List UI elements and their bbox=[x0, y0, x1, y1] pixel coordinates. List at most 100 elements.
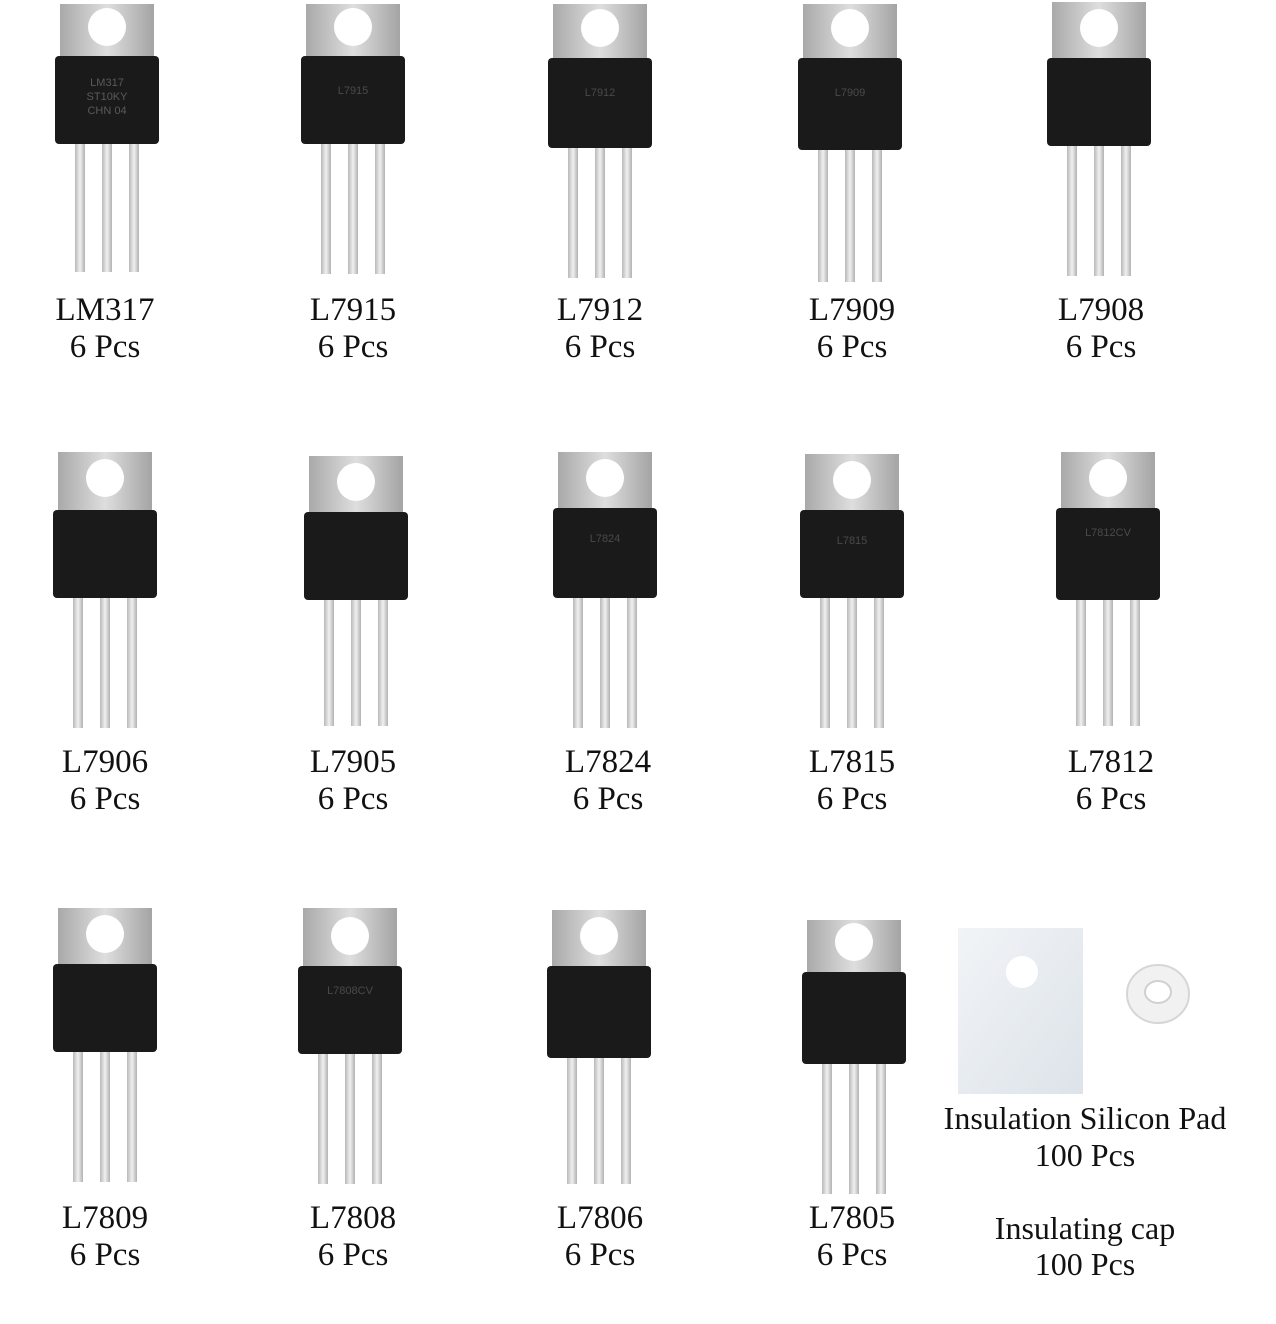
marking-text: L7912 bbox=[585, 87, 616, 99]
mounting-hole bbox=[86, 915, 124, 953]
silicon-pad bbox=[958, 928, 1083, 1094]
lead-pin bbox=[348, 144, 358, 274]
part-quantity: 6 Pcs bbox=[69, 781, 141, 817]
mounting-hole bbox=[833, 461, 871, 499]
marking-text: L7808CV bbox=[327, 985, 374, 997]
mounting-hole bbox=[835, 923, 873, 961]
part-name: L7805 bbox=[808, 1200, 896, 1236]
package-body bbox=[53, 510, 157, 598]
mounting-hole bbox=[581, 9, 619, 47]
part-name: L7915 bbox=[309, 292, 397, 328]
part-name: L7815 bbox=[808, 744, 896, 780]
cap-quantity: 100 Pcs bbox=[1034, 1246, 1136, 1282]
lead-pin bbox=[568, 148, 578, 278]
part-name: L7808 bbox=[309, 1200, 397, 1236]
lead-pin bbox=[321, 144, 331, 274]
lead-pin bbox=[1076, 600, 1086, 726]
to220-package-image: L7909 bbox=[798, 4, 902, 282]
lead-pin bbox=[351, 600, 361, 726]
part-name: L7912 bbox=[556, 292, 644, 328]
marking-text: LM317 bbox=[90, 77, 124, 89]
to220-package-image: L7815 bbox=[800, 454, 904, 728]
part-quantity: 6 Pcs bbox=[816, 329, 888, 365]
part-name: L7809 bbox=[61, 1200, 149, 1236]
part-quantity: 6 Pcs bbox=[69, 1237, 141, 1273]
regulator-item: L7812CV L7812 6 Pcs bbox=[986, 450, 1236, 870]
lead-pin bbox=[876, 1064, 886, 1194]
regulator-item: L7915 L7915 6 Pcs bbox=[228, 0, 478, 420]
insulating-cap bbox=[1126, 964, 1190, 1024]
part-quantity: 6 Pcs bbox=[564, 1237, 636, 1273]
package-body bbox=[301, 56, 405, 144]
lead-pin bbox=[594, 1058, 604, 1184]
part-quantity: 6 Pcs bbox=[317, 781, 389, 817]
lead-pin bbox=[849, 1064, 859, 1194]
part-quantity: 6 Pcs bbox=[1075, 781, 1147, 817]
regulator-item: L7824 L7824 6 Pcs bbox=[483, 450, 733, 870]
regulator-item: L7905 6 Pcs bbox=[228, 450, 478, 870]
package-body bbox=[553, 508, 657, 598]
part-name: L7806 bbox=[556, 1200, 644, 1236]
mounting-hole bbox=[86, 459, 124, 497]
mounting-hole bbox=[831, 9, 869, 47]
package-body bbox=[1056, 508, 1160, 600]
lead-pin bbox=[372, 1054, 382, 1184]
lead-pin bbox=[318, 1054, 328, 1184]
part-quantity: 6 Pcs bbox=[317, 1237, 389, 1273]
mounting-hole bbox=[334, 8, 372, 46]
part-name: L7824 bbox=[564, 744, 652, 780]
part-name: L7906 bbox=[61, 744, 149, 780]
lead-pin bbox=[573, 598, 583, 728]
to220-package-image bbox=[802, 920, 906, 1194]
lead-pin bbox=[127, 598, 137, 728]
lead-pin bbox=[818, 150, 828, 282]
part-name: LM317 bbox=[55, 292, 155, 328]
regulator-item: L7908 6 Pcs bbox=[976, 0, 1226, 420]
part-quantity: 6 Pcs bbox=[317, 329, 389, 365]
mounting-hole bbox=[337, 463, 375, 501]
marking-text: CHN 04 bbox=[87, 105, 126, 117]
package-body bbox=[1047, 58, 1151, 146]
lead-pin bbox=[567, 1058, 577, 1184]
part-name: L7905 bbox=[309, 744, 397, 780]
lead-pin bbox=[627, 598, 637, 728]
package-body bbox=[800, 510, 904, 598]
lead-pin bbox=[600, 598, 610, 728]
accessories-image bbox=[958, 928, 1190, 1094]
lead-pin bbox=[622, 148, 632, 278]
lead-pin bbox=[75, 144, 85, 272]
regulator-item: L7906 6 Pcs bbox=[0, 450, 230, 870]
lead-pin bbox=[100, 1052, 110, 1182]
lead-pin bbox=[102, 144, 112, 272]
lead-pin bbox=[621, 1058, 631, 1184]
to220-package-image: L7912 bbox=[548, 4, 652, 278]
regulator-item: L7809 6 Pcs bbox=[0, 904, 230, 1324]
to220-package-image: L7824 bbox=[553, 452, 657, 728]
mounting-hole bbox=[331, 917, 369, 955]
cap-name: Insulating cap bbox=[994, 1210, 1176, 1246]
package-body bbox=[798, 58, 902, 150]
mounting-hole bbox=[580, 917, 618, 955]
pad-name: Insulation Silicon Pad bbox=[943, 1100, 1227, 1136]
lead-pin bbox=[1103, 600, 1113, 726]
lead-pin bbox=[847, 598, 857, 728]
lead-pin bbox=[345, 1054, 355, 1184]
regulator-item: L7808CV L7808 6 Pcs bbox=[228, 904, 478, 1324]
part-quantity: 6 Pcs bbox=[816, 1237, 888, 1273]
to220-package-image: LM317 ST10KY CHN 04 bbox=[55, 4, 159, 272]
package-body bbox=[55, 56, 159, 144]
pad-hole bbox=[1006, 956, 1038, 988]
lead-pin bbox=[375, 144, 385, 274]
part-quantity: 6 Pcs bbox=[572, 781, 644, 817]
to220-package-image bbox=[53, 452, 157, 728]
package-body bbox=[53, 964, 157, 1052]
regulator-item: L7909 L7909 6 Pcs bbox=[727, 0, 977, 420]
lead-pin bbox=[595, 148, 605, 278]
pad-quantity: 100 Pcs bbox=[1034, 1137, 1136, 1173]
lead-pin bbox=[129, 144, 139, 272]
lead-pin bbox=[1121, 146, 1131, 276]
marking-text: ST10KY bbox=[87, 91, 129, 103]
part-name: L7908 bbox=[1057, 292, 1145, 328]
to220-package-image bbox=[1047, 2, 1151, 276]
package-body bbox=[298, 966, 402, 1054]
